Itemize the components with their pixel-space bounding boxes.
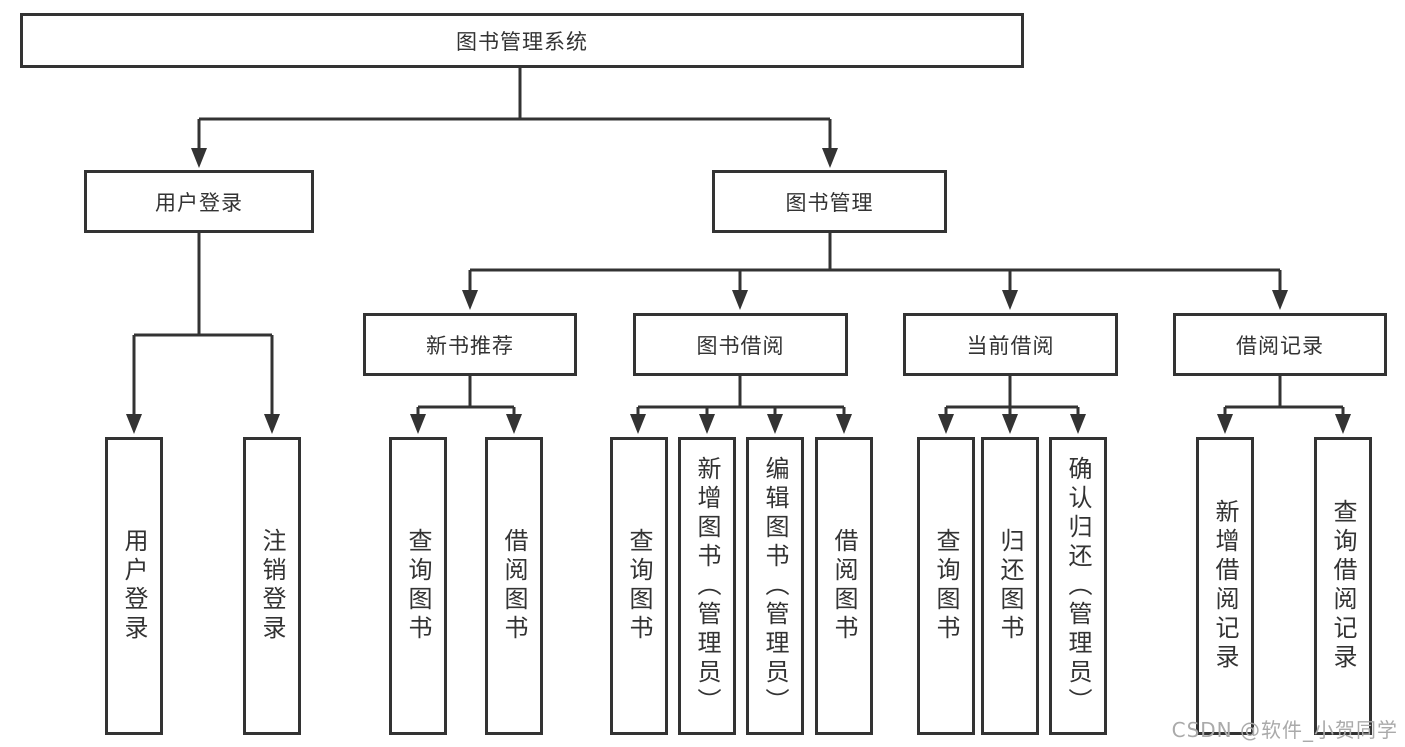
node-leaf-edit-books-admin: 编辑图书（管理员） bbox=[746, 437, 804, 735]
node-leaf-add-books-admin: 新增图书（管理员） bbox=[678, 437, 736, 735]
node-label: 新书推荐 bbox=[426, 333, 514, 358]
node-label: 图书借阅 bbox=[696, 333, 785, 358]
node-label: 查询图书 bbox=[404, 528, 432, 644]
node-label: 查询图书 bbox=[932, 528, 960, 644]
node-user-login: 用户登录 bbox=[84, 170, 314, 233]
csdn-watermark: CSDN @软件_小贺同学 bbox=[1171, 718, 1398, 742]
node-label: 归还图书 bbox=[996, 528, 1024, 644]
node-leaf-add-borrow-record: 新增借阅记录 bbox=[1196, 437, 1254, 735]
node-leaf-search-books-borrowing: 查询图书 bbox=[610, 437, 668, 735]
node-leaf-user-login: 用户登录 bbox=[105, 437, 163, 735]
node-label: 当前借阅 bbox=[966, 333, 1055, 358]
node-label: 图书管理系统 bbox=[456, 29, 588, 54]
node-label: 编辑图书（管理员） bbox=[761, 455, 789, 717]
node-book-borrowing: 图书借阅 bbox=[633, 313, 848, 376]
node-current-borrowing: 当前借阅 bbox=[903, 313, 1118, 376]
node-leaf-borrow-books: 借阅图书 bbox=[815, 437, 873, 735]
node-book-management: 图书管理 bbox=[712, 170, 947, 233]
node-label: 确认归还（管理员） bbox=[1064, 455, 1092, 717]
node-leaf-borrow-books-recommend: 借阅图书 bbox=[485, 437, 543, 735]
node-leaf-confirm-return-admin: 确认归还（管理员） bbox=[1049, 437, 1107, 735]
node-label: 借阅图书 bbox=[500, 528, 528, 644]
node-leaf-search-books-recommend: 查询图书 bbox=[389, 437, 447, 735]
node-leaf-logout: 注销登录 bbox=[243, 437, 301, 735]
node-label: 图书管理 bbox=[785, 190, 874, 215]
node-borrowing-records: 借阅记录 bbox=[1173, 313, 1387, 376]
node-leaf-search-borrow-record: 查询借阅记录 bbox=[1314, 437, 1372, 735]
node-new-book-recommend: 新书推荐 bbox=[363, 313, 577, 376]
node-label: 新增图书（管理员） bbox=[693, 455, 721, 717]
node-label: 用户登录 bbox=[120, 528, 148, 644]
node-leaf-search-books-current: 查询图书 bbox=[917, 437, 975, 735]
node-label: 查询图书 bbox=[625, 528, 653, 644]
node-label: 新增借阅记录 bbox=[1211, 499, 1239, 673]
node-leaf-return-books: 归还图书 bbox=[981, 437, 1039, 735]
node-root: 图书管理系统 bbox=[20, 13, 1024, 68]
node-label: 查询借阅记录 bbox=[1329, 499, 1357, 673]
node-label: 用户登录 bbox=[155, 190, 243, 215]
node-label: 借阅图书 bbox=[830, 528, 858, 644]
node-label: 注销登录 bbox=[258, 528, 286, 644]
node-label: 借阅记录 bbox=[1236, 333, 1324, 358]
